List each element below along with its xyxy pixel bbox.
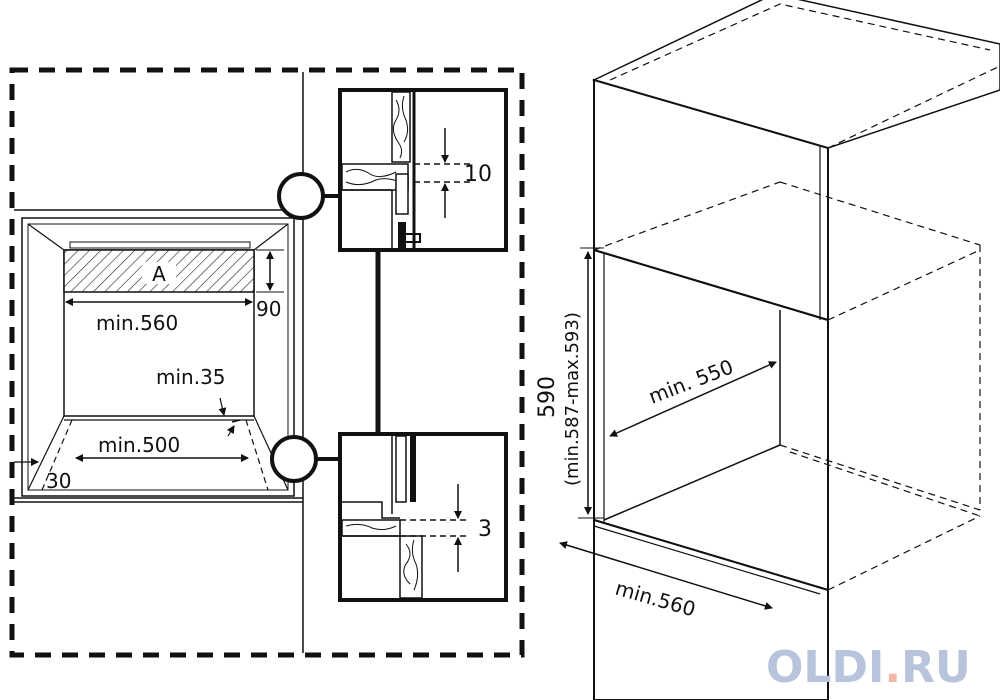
dim-30: 30 (46, 469, 71, 493)
detail-top-gap: 10 (464, 162, 492, 187)
watermark-dot: . (884, 642, 901, 693)
outer-dashed-frame (9, 67, 525, 658)
dim-min-35: min.35 (156, 365, 226, 389)
dim-min-560-front: min.560 (96, 311, 178, 335)
dim-590: 590 (535, 376, 560, 418)
detail-callout-bottom (270, 435, 318, 483)
cabinet-view: 590 (min.587-max.593) min. 550 min.560 (535, 0, 1000, 700)
area-a-label: A (152, 262, 166, 286)
front-view: A 90 min.560 min.35 min.500 30 (9, 67, 525, 658)
watermark-part2: RU (901, 642, 971, 693)
dim-590-range: (min.587-max.593) (562, 312, 583, 486)
detail-bottom: 3 (338, 432, 508, 602)
dim-90: 90 (256, 297, 281, 321)
watermark-logo: OLDI.RU (766, 642, 971, 693)
detail-bottom-gap: 3 (478, 517, 492, 542)
watermark-part1: OLDI (766, 642, 884, 693)
detail-callout-top (277, 172, 325, 220)
dim-min-500: min.500 (98, 433, 180, 457)
svg-text:OLDI.RU: OLDI.RU (766, 642, 971, 693)
detail-top: 10 (338, 88, 508, 252)
